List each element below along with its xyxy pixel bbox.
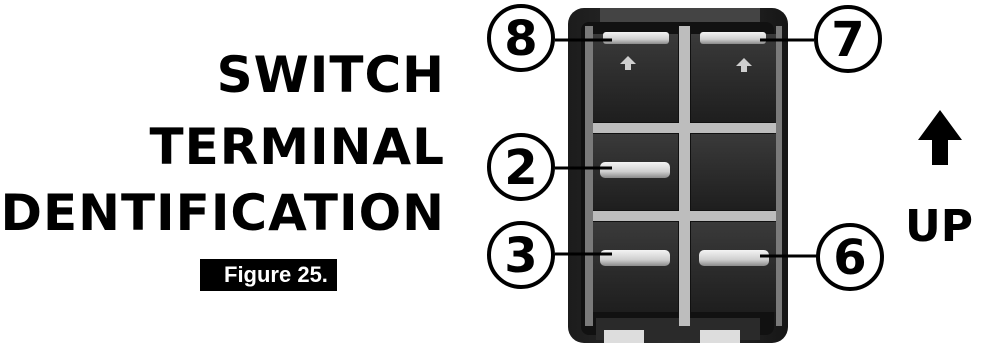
up-label: UP [905,205,973,249]
callout-3-label: 3 [504,228,537,284]
callout-8-label: 8 [504,11,537,67]
callout-7: 7 [816,7,880,71]
callout-6-label: 6 [833,230,866,286]
callout-3: 3 [489,223,553,287]
terminal-lug-2 [600,162,670,178]
callout-7-label: 7 [831,12,864,68]
terminal-lug-3 [600,250,670,266]
callout-8: 8 [489,6,553,70]
terminal-lug-6 [699,250,769,266]
callout-6: 6 [818,225,882,289]
callout-2: 2 [489,135,553,199]
up-arrow-icon [918,110,962,165]
callout-2-label: 2 [504,140,537,196]
